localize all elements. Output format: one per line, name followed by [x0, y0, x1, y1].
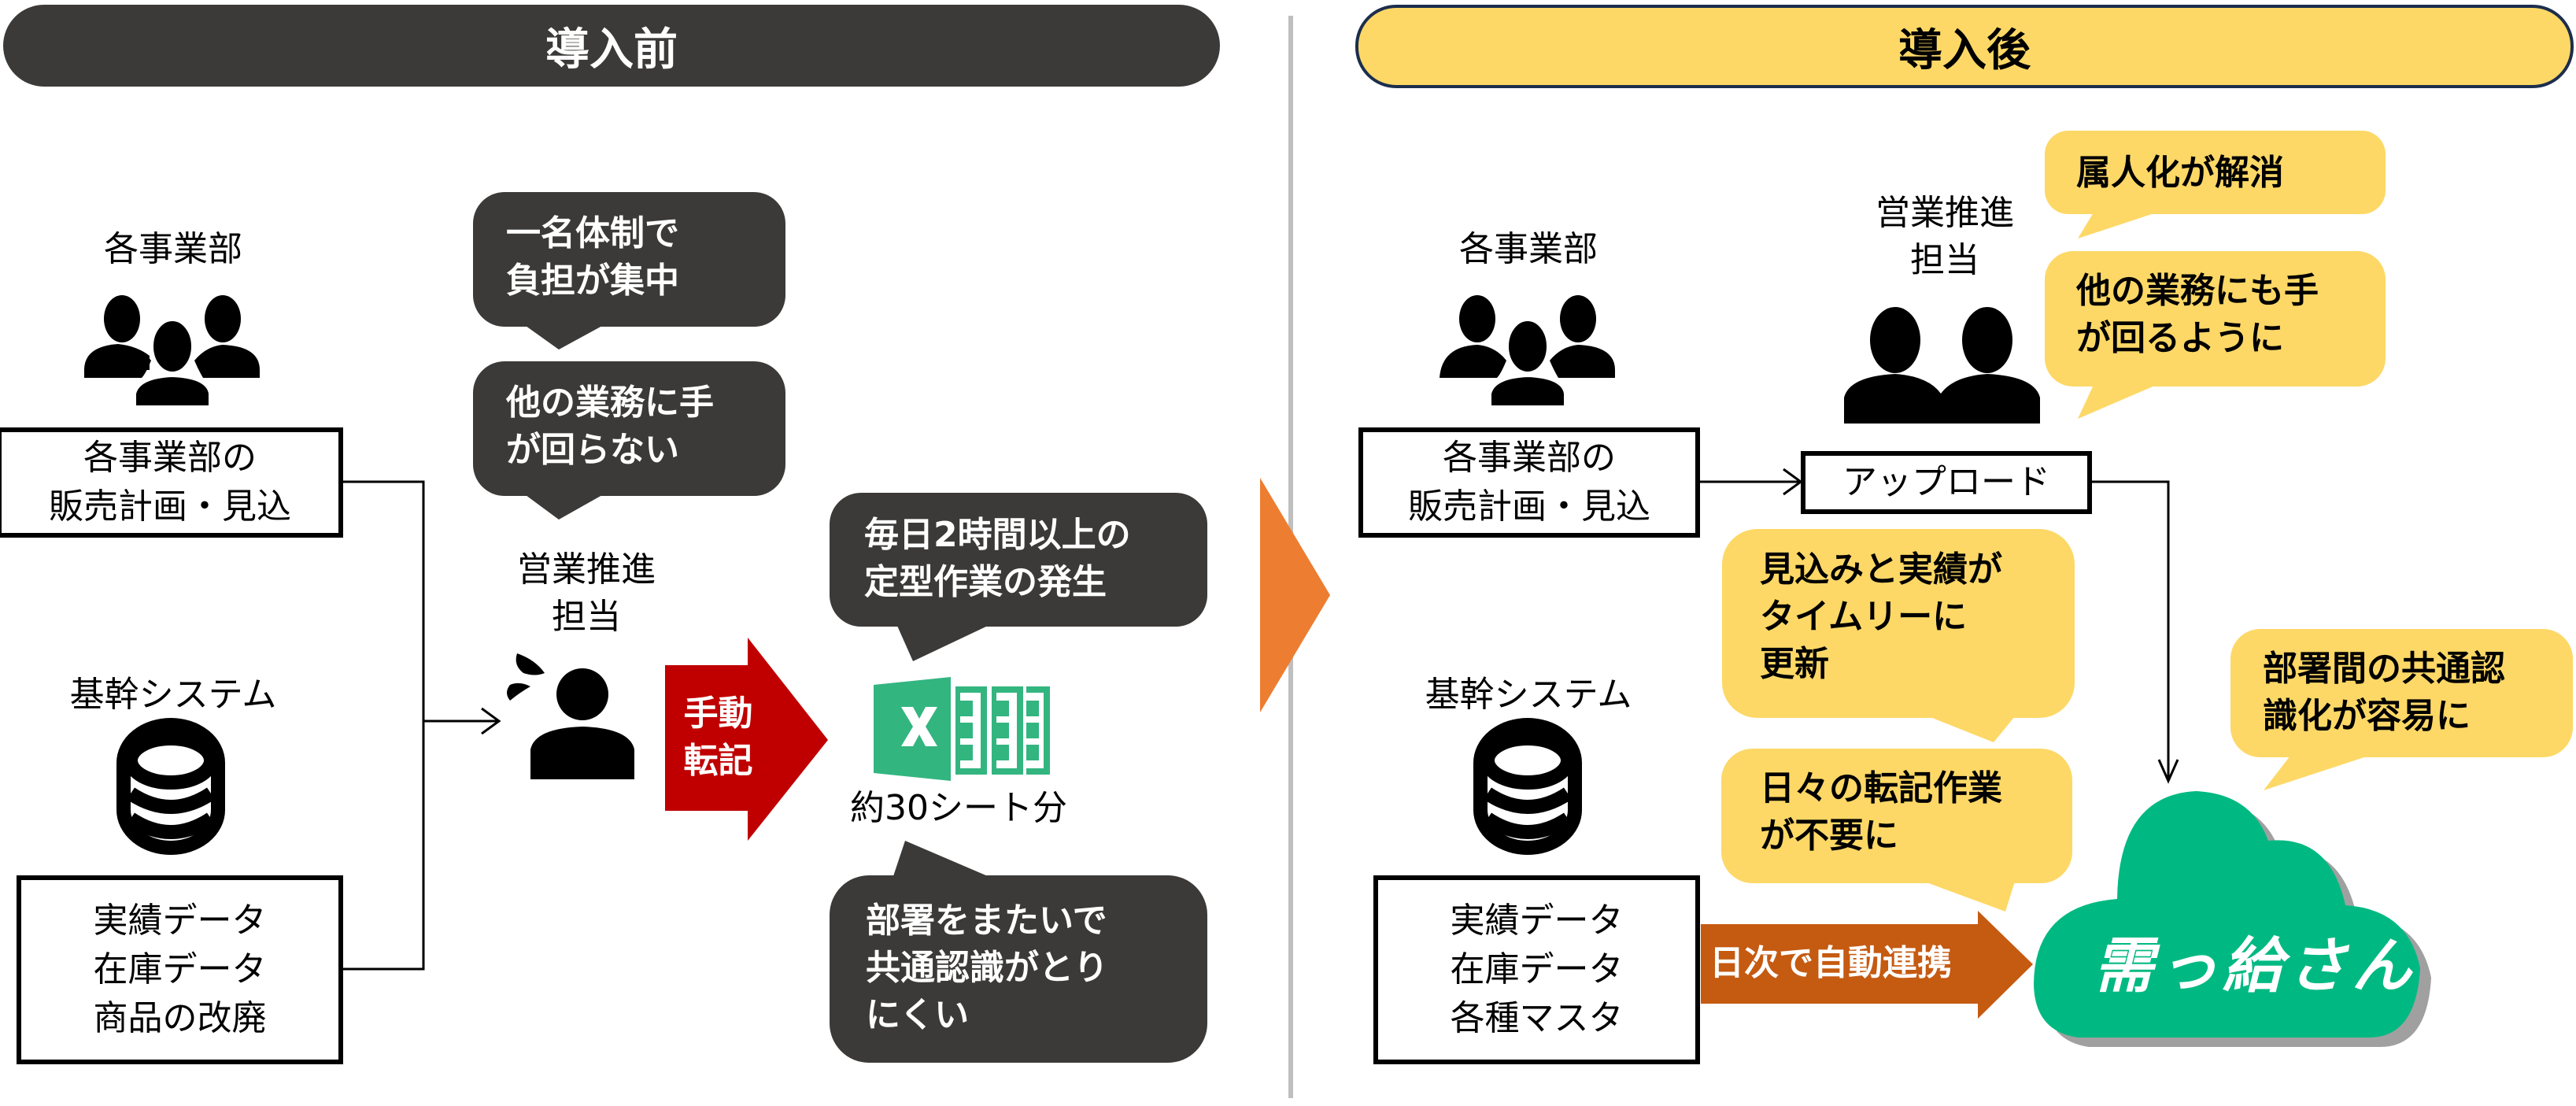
- before-bubble-text-2: 他の業務に手 が回らない: [506, 383, 714, 470]
- after-departments-box: 各事業部の 販売計画・見込: [1358, 427, 1700, 538]
- header-after-title: 導入後: [1898, 24, 2031, 76]
- before-connector: [342, 480, 501, 971]
- sheet-column: [1026, 686, 1050, 775]
- before-bubbles: [473, 192, 1207, 1063]
- before-bubble-text-1: 一名体制で 負担が集中: [506, 213, 679, 301]
- header-before-title: 導入前: [545, 24, 678, 76]
- cloud-logo: 需っ給さん: [2094, 930, 2416, 1001]
- database-icon: [1473, 718, 1582, 855]
- before-core-system-box: 実績データ 在庫データ 商品の改廃: [17, 875, 343, 1064]
- stressed-person-icon: [507, 653, 634, 779]
- sheet-column: [955, 686, 987, 775]
- people-group-icon: [1440, 295, 1615, 410]
- after-bubble-text-5: 部署間の共通認 識化が容易に: [2263, 649, 2505, 736]
- bubble-shape: [1722, 529, 2075, 718]
- bubble-shape: [2230, 629, 2573, 757]
- excel-caption: 約30シート分: [850, 788, 1067, 828]
- after-bubble-text-1: 属人化が解消: [2076, 153, 2284, 193]
- after-staff-label: 営業推進 担当: [1876, 193, 2014, 280]
- bubble-shape: [830, 493, 1207, 627]
- after-bubble-text-3: 見込みと実績が タイムリーに 更新: [1760, 549, 2002, 684]
- before-departments-box: 各事業部の 販売計画・見込: [0, 427, 343, 538]
- two-people-icon: [1844, 307, 2040, 424]
- header-before: 導入前: [3, 5, 1220, 87]
- excel-sheets-icon: [874, 677, 1050, 781]
- database-icon: [116, 718, 225, 855]
- sheet-column: [992, 686, 1023, 775]
- after-core-system-label: 基幹システム: [1425, 675, 1632, 715]
- bubble-shape: [473, 192, 785, 327]
- transition-arrow: [1260, 478, 1330, 712]
- after-bubble-text-4: 日々の転記作業 が不要に: [1760, 768, 2002, 856]
- before-staff-label: 営業推進 担当: [517, 549, 656, 637]
- auto-sync-label: 日次で自動連携: [1709, 943, 1952, 983]
- before-core-system-label: 基幹システム: [69, 675, 277, 715]
- before-bubble-text-4: 部署をまたいで 共通認識がとり にくい: [866, 901, 1108, 1035]
- before-departments-label: 各事業部: [104, 229, 242, 269]
- manual-transfer-arrow: [665, 638, 828, 841]
- sweat-drop-icon: [507, 682, 530, 701]
- manual-transfer-label: 手動 転記: [683, 694, 753, 781]
- after-bubble-text-2: 他の業務にも手 が回るように: [2076, 271, 2319, 358]
- people-group-icon: [84, 295, 260, 410]
- bubble-shape: [1721, 749, 2072, 883]
- header-after: 導入後: [1355, 5, 2574, 88]
- before-bubble-text-3: 毎日2時間以上の 定型作業の発生: [864, 515, 1131, 602]
- after-departments-label: 各事業部: [1459, 229, 1598, 269]
- after-bubbles: [1721, 131, 2573, 912]
- auto-sync-arrow: [1701, 911, 2033, 1019]
- sweat-drop-icon: [516, 653, 545, 675]
- bubble-shape: [830, 875, 1207, 1063]
- cloud-icon: [2034, 791, 2431, 1047]
- bubble-shape: [2045, 251, 2386, 387]
- bubble-shape: [2045, 131, 2386, 214]
- bubble-shape: [473, 361, 785, 496]
- after-core-system-box: 実績データ 在庫データ 各種マスタ: [1373, 875, 1700, 1064]
- upload-box: アップロード: [1801, 451, 2092, 514]
